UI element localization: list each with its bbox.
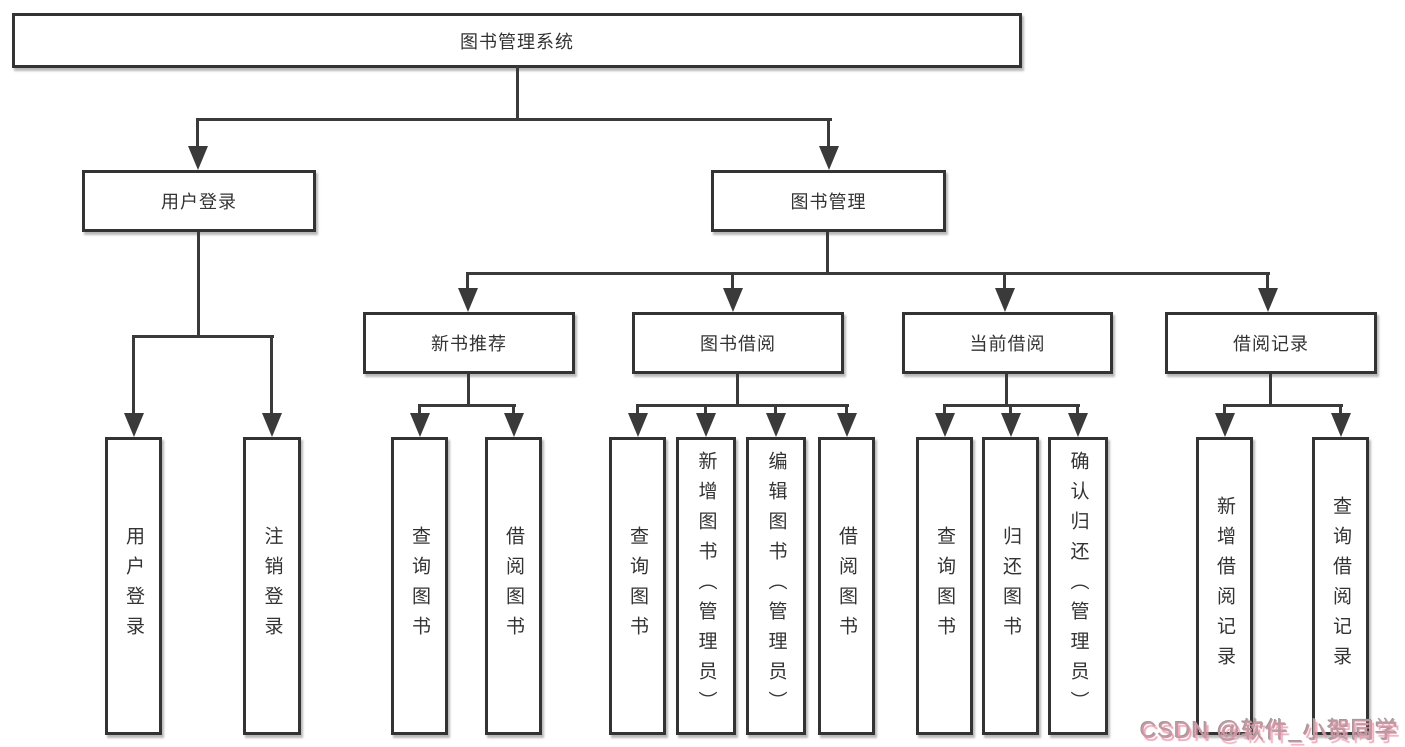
node-user-login-label: 用户登录 — [161, 192, 237, 212]
connector-bus — [1223, 404, 1343, 407]
connector-drop — [270, 335, 273, 415]
leaf-return-book: 归还图书 — [982, 437, 1039, 735]
leaf-add-book-admin: 新增图书（管理员） — [676, 437, 736, 735]
connector-drop — [132, 335, 135, 415]
leaf-confirm-return-admin: 确认归还（管理员） — [1048, 437, 1108, 735]
connector-stem — [1005, 374, 1008, 407]
leaf-borrow-book-recommend-label: 借阅图书 — [503, 526, 524, 646]
arrow-down-icon — [696, 413, 716, 437]
leaf-query-borrow-record-label: 查询借阅记录 — [1330, 496, 1351, 676]
connector-drop — [704, 404, 707, 416]
connector-drop — [774, 404, 777, 416]
connector-drop — [1009, 404, 1012, 416]
node-borrow-records-label: 借阅记录 — [1233, 334, 1309, 354]
arrow-down-icon — [1331, 413, 1351, 437]
leaf-logout: 注销登录 — [243, 437, 301, 735]
leaf-edit-book-admin: 编辑图书（管理员） — [746, 437, 806, 735]
node-current-borrow-label: 当前借阅 — [969, 334, 1046, 354]
connector-book-mgmt-stem — [826, 232, 829, 272]
node-book-borrow: 图书借阅 — [632, 312, 844, 374]
connector-stem — [1269, 374, 1272, 407]
connector-drop — [1339, 404, 1342, 416]
leaf-borrow-book-label: 借阅图书 — [836, 526, 857, 646]
leaf-add-borrow-record-label: 新增借阅记录 — [1214, 496, 1235, 676]
leaf-add-borrow-record: 新增借阅记录 — [1196, 437, 1253, 735]
connector-drop — [845, 404, 848, 416]
arrow-down-icon — [1215, 413, 1235, 437]
arrow-down-icon — [995, 288, 1015, 312]
connector-drop — [731, 272, 734, 290]
leaf-add-book-admin-label: 新增图书（管理员） — [695, 451, 717, 721]
arrow-down-icon — [458, 288, 478, 312]
leaf-query-borrow-record: 查询借阅记录 — [1312, 437, 1369, 735]
node-user-login: 用户登录 — [82, 170, 316, 232]
arrow-down-icon — [188, 146, 208, 170]
leaf-confirm-return-admin-label: 确认归还（管理员） — [1067, 451, 1089, 721]
node-new-book-recommend: 新书推荐 — [363, 312, 575, 374]
leaf-edit-book-admin-label: 编辑图书（管理员） — [765, 451, 787, 721]
arrow-down-icon — [410, 413, 430, 437]
arrow-down-icon — [837, 413, 857, 437]
leaf-query-books-current-label: 查询图书 — [934, 526, 955, 646]
connector-groups-bus — [466, 272, 1270, 275]
connector-stem — [736, 374, 739, 407]
leaf-borrow-book-recommend: 借阅图书 — [485, 437, 542, 735]
connector-drop — [466, 272, 469, 290]
connector-bus — [636, 404, 849, 407]
arrow-down-icon — [1001, 413, 1021, 437]
connector-root-stem — [516, 66, 519, 120]
leaf-user-login-label: 用户登录 — [123, 526, 144, 646]
leaf-query-books-borrow-label: 查询图书 — [627, 526, 648, 646]
connector-drop — [943, 404, 946, 416]
connector-drop — [1003, 272, 1006, 290]
connector-user-login-stem — [197, 232, 200, 335]
connector-drop — [1076, 404, 1079, 416]
node-root: 图书管理系统 — [12, 13, 1022, 68]
connector-drop — [418, 404, 421, 416]
node-root-label: 图书管理系统 — [460, 31, 574, 52]
arrow-down-icon — [124, 413, 144, 437]
leaf-query-books-recommend: 查询图书 — [391, 437, 448, 735]
connector-drop — [512, 404, 515, 416]
leaf-logout-label: 注销登录 — [261, 526, 283, 646]
connector-bus — [418, 404, 516, 407]
connector-drop — [636, 404, 639, 416]
leaf-query-books-current: 查询图书 — [916, 437, 973, 735]
watermark: CSDN @软件_小贺同学 — [1140, 717, 1399, 743]
leaf-borrow-book: 借阅图书 — [818, 437, 875, 735]
leaf-user-login: 用户登录 — [105, 437, 162, 735]
arrow-down-icon — [1068, 413, 1088, 437]
leaf-query-books-recommend-label: 查询图书 — [409, 526, 430, 646]
arrow-down-icon — [262, 413, 282, 437]
connector-user-login-drop — [196, 118, 199, 148]
leaf-return-book-label: 归还图书 — [1000, 526, 1021, 646]
node-borrow-records: 借阅记录 — [1165, 312, 1377, 374]
arrow-down-icon — [935, 413, 955, 437]
connector-stem — [467, 374, 470, 407]
connector-book-mgmt-drop — [827, 118, 830, 148]
arrow-down-icon — [1258, 288, 1278, 312]
arrow-down-icon — [723, 288, 743, 312]
node-book-management: 图书管理 — [711, 170, 946, 232]
arrow-down-icon — [628, 413, 648, 437]
connector-drop — [1223, 404, 1226, 416]
arrow-down-icon — [504, 413, 524, 437]
node-book-management-label: 图书管理 — [790, 192, 867, 212]
connector-drop — [1266, 272, 1269, 290]
arrow-down-icon — [766, 413, 786, 437]
leaf-query-books-borrow: 查询图书 — [609, 437, 666, 735]
node-book-borrow-label: 图书借阅 — [700, 334, 776, 354]
node-current-borrow: 当前借阅 — [902, 312, 1113, 374]
node-new-book-recommend-label: 新书推荐 — [431, 334, 507, 354]
connector-level2-bus — [196, 118, 832, 121]
arrow-down-icon — [819, 146, 839, 170]
connector-user-login-bus — [132, 335, 274, 338]
